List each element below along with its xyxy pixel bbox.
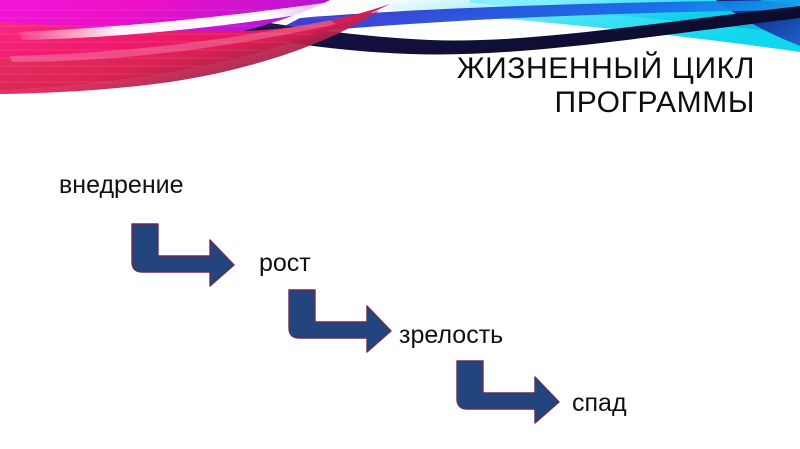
stage-label-rost: рост (259, 249, 311, 277)
slide-title: ЖИЗНЕННЫЙ ЦИКЛ ПРОГРАММЫ (456, 52, 755, 119)
wave-white-streak (18, 2, 352, 40)
wave-white-streak-soft (10, 20, 336, 62)
wave-dark-swoosh (716, 0, 800, 46)
wave-magenta (0, 0, 330, 80)
wave-crimson (0, 10, 380, 94)
wave-navy-guide (0, 0, 800, 25)
wave-blue (258, 0, 800, 40)
bent-arrow-icon (456, 360, 560, 424)
connector-arrow-zrelost-to-spad (453, 359, 563, 430)
stage-label-vnedrenie: внедрение (59, 171, 184, 199)
bent-arrow-icon (288, 289, 392, 353)
connector-arrow-rost-to-zrelost (285, 288, 395, 359)
wave-cyan-deep (470, 0, 800, 34)
bent-arrow-icon (131, 223, 235, 287)
wave-striations (0, 9, 360, 83)
stage-label-zrelost: зрелость (399, 321, 504, 349)
stage-label-spad: спад (572, 389, 627, 417)
wave-cyan (300, 0, 800, 52)
connector-arrow-vnedrenie-to-rost (128, 222, 238, 293)
wave-navy (96, 0, 800, 55)
wave-pink (0, 4, 390, 90)
